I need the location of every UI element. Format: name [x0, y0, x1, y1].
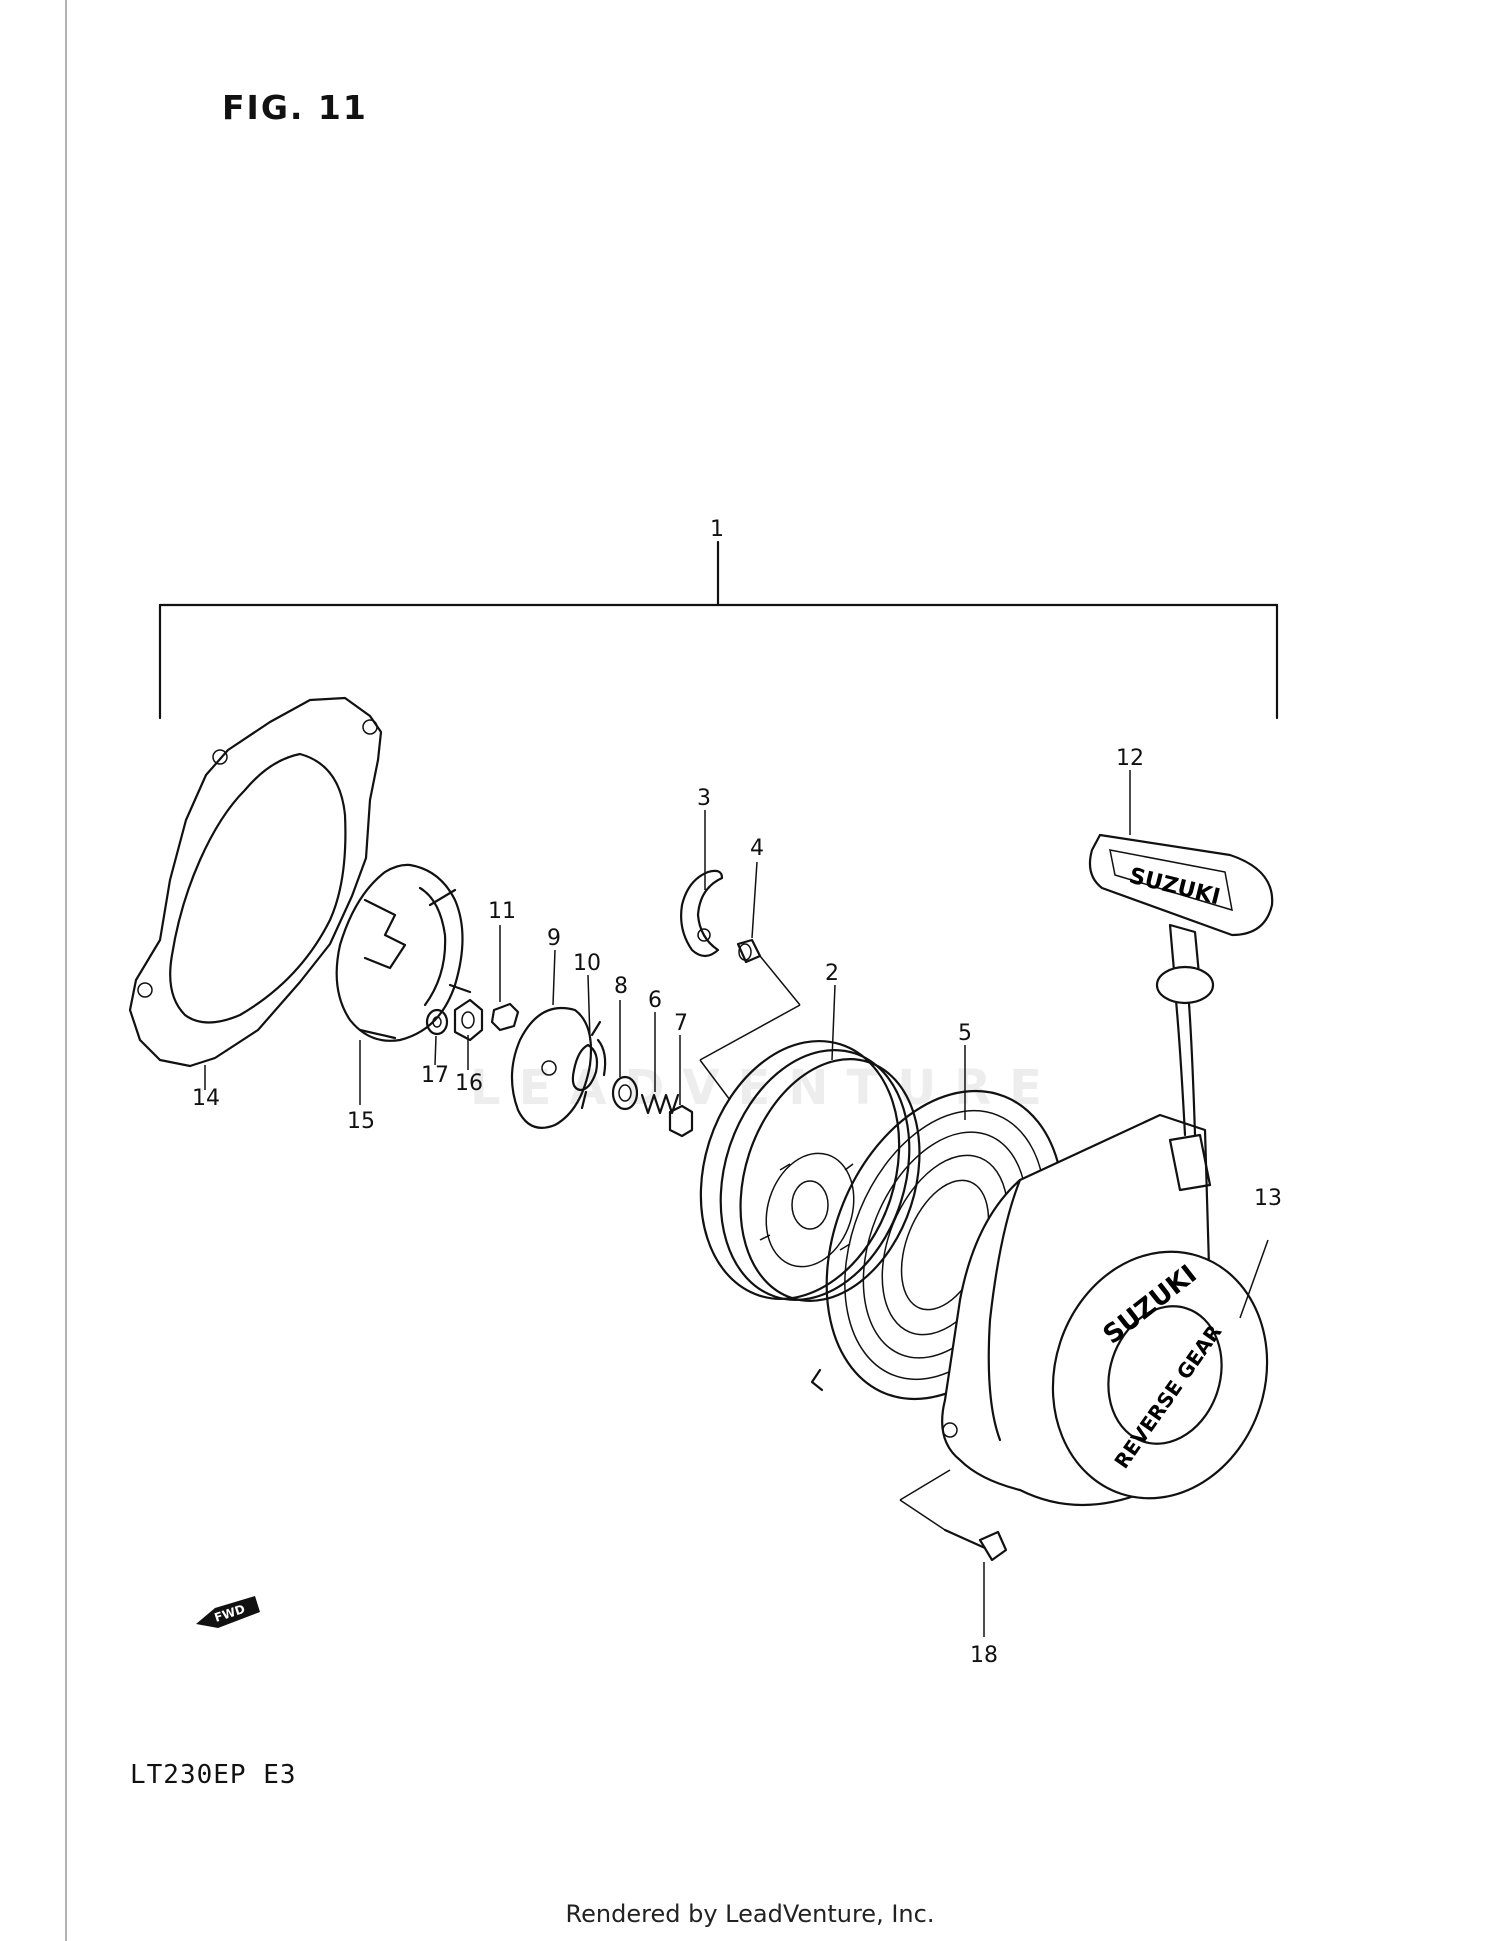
callout-5: 5	[958, 1021, 972, 1046]
starter-drive-cup	[335, 863, 472, 1042]
callout-11: 11	[488, 899, 516, 924]
callout-1: 1	[710, 517, 724, 542]
spacer	[611, 1075, 639, 1111]
callout-12: 12	[1116, 746, 1144, 771]
callout-13: 13	[1254, 1186, 1282, 1211]
washer	[425, 1008, 449, 1036]
starter-case: SUZUKI REVERSE GEAR	[941, 1113, 1269, 1507]
friction-plate	[510, 1006, 593, 1129]
assembly-guide-lines	[699, 955, 801, 1101]
starter-handle: SUZUKI	[1088, 833, 1274, 1005]
callout-16: 16	[455, 1071, 483, 1096]
callout-3: 3	[697, 786, 711, 811]
callout-4: 4	[750, 836, 764, 861]
callout-numbers: 1 2 3 4 5 6 7 8 9 10 11 12 13 14 15 16 1…	[192, 517, 1282, 1668]
case-bolt	[899, 1469, 1008, 1562]
callout-8: 8	[614, 974, 628, 999]
callout-6: 6	[648, 988, 662, 1013]
figure-title: FIG. 11	[222, 88, 368, 127]
rope-reel	[699, 1039, 921, 1302]
callout-2: 2	[825, 961, 839, 986]
return-spring	[571, 1020, 607, 1110]
callout-18: 18	[970, 1643, 998, 1668]
footer-credit: Rendered by LeadVenture, Inc.	[565, 1900, 935, 1928]
callout-17: 17	[421, 1063, 449, 1088]
callout-14: 14	[192, 1086, 220, 1111]
callout-10: 10	[573, 951, 601, 976]
assembly-bracket	[158, 540, 1279, 720]
callout-9: 9	[547, 926, 561, 951]
watermark: LEADVENTURE	[470, 1060, 1060, 1116]
collar	[668, 1104, 694, 1138]
coil-spring	[640, 1093, 680, 1115]
pawl-bolt	[490, 1002, 520, 1032]
nut	[453, 998, 484, 1042]
callout-15: 15	[347, 1109, 375, 1134]
callout-leaders	[204, 770, 1269, 1637]
forward-arrow-icon: FWD	[196, 1596, 260, 1628]
guide-pin	[736, 938, 762, 964]
ratchet-pawl	[680, 869, 724, 958]
model-code: LT230EP E3	[130, 1760, 297, 1790]
callout-7: 7	[674, 1011, 688, 1036]
gasket	[128, 696, 383, 1068]
